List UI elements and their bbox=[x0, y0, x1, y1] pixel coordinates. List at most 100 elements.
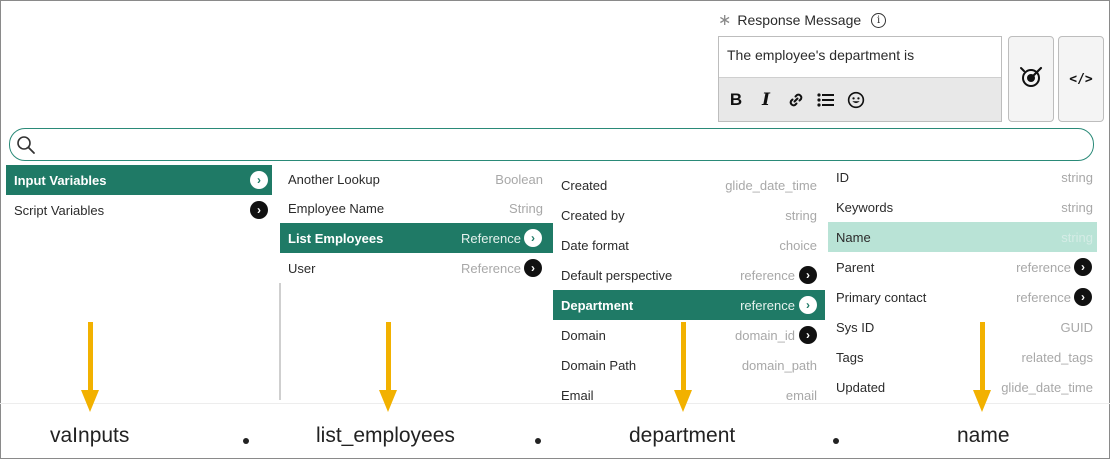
path-label-list-employees: list_employees bbox=[316, 424, 455, 447]
list-item-label: User bbox=[288, 260, 316, 276]
list-item-employee-name[interactable]: Employee Name String bbox=[280, 193, 553, 223]
list-item-label: Sys ID bbox=[836, 319, 875, 335]
list-item-sys-id[interactable]: Sys ID GUID bbox=[828, 312, 1097, 342]
field-type: reference bbox=[1016, 259, 1071, 275]
field-type: string bbox=[1061, 199, 1093, 215]
code-icon: </> bbox=[1069, 71, 1093, 87]
field-type: reference bbox=[740, 267, 795, 283]
list-item-department[interactable]: Department reference › bbox=[553, 290, 825, 320]
list-item-input-variables[interactable]: Input Variables › bbox=[6, 165, 272, 195]
chevron-right-icon: › bbox=[524, 259, 542, 277]
path-separator-dot bbox=[833, 438, 839, 444]
list-item-script-variables[interactable]: Script Variables › bbox=[6, 195, 272, 225]
response-message-label: ∗ Response Message i bbox=[718, 10, 887, 30]
list-item-label: Parent bbox=[836, 259, 875, 275]
smiley-icon[interactable] bbox=[847, 89, 865, 111]
path-label-name: name bbox=[957, 424, 1010, 447]
list-item-domain-path[interactable]: Domain Path domain_path bbox=[553, 350, 825, 380]
field-type: string bbox=[1061, 169, 1093, 185]
response-message-label-text: Response Message bbox=[737, 12, 862, 28]
chevron-right-icon: › bbox=[524, 229, 542, 247]
column-input-variable-fields: Another Lookup Boolean Employee Name Str… bbox=[280, 165, 553, 283]
list-item-user[interactable]: User Reference › bbox=[280, 253, 553, 283]
field-type: GUID bbox=[1060, 319, 1094, 335]
chevron-right-icon: › bbox=[799, 266, 817, 284]
info-icon[interactable]: i bbox=[871, 12, 887, 28]
list-item-label: ID bbox=[836, 169, 849, 185]
list-item-list-employees[interactable]: List Employees Reference › bbox=[280, 223, 553, 253]
field-type: domain_path bbox=[741, 357, 817, 373]
list-item-keywords[interactable]: Keywords string bbox=[828, 192, 1097, 222]
list-item-tags[interactable]: Tags related_tags bbox=[828, 342, 1097, 372]
list-item-label: Input Variables bbox=[14, 172, 107, 188]
path-label-department: department bbox=[629, 424, 736, 447]
response-message-editor[interactable]: The employee's department is B I bbox=[718, 36, 1002, 122]
field-type: string bbox=[785, 207, 817, 223]
chevron-right-icon: › bbox=[799, 296, 817, 314]
data-pill-picker-button[interactable] bbox=[1008, 36, 1054, 122]
required-asterisk: ∗ bbox=[718, 12, 732, 29]
list-item-date-format[interactable]: Date format choice bbox=[553, 230, 825, 260]
bold-button[interactable]: B bbox=[729, 89, 743, 109]
field-type: reference bbox=[1016, 289, 1071, 305]
column-input-variables: Input Variables › Script Variables › bbox=[6, 165, 272, 225]
path-label-vainputs: vaInputs bbox=[50, 424, 130, 447]
list-item-label: Created by bbox=[561, 207, 625, 223]
data-pill-picker-icon bbox=[1018, 64, 1044, 95]
chevron-right-icon: › bbox=[1074, 288, 1092, 306]
field-type: glide_date_time bbox=[1001, 379, 1093, 395]
picker-bottom-border bbox=[0, 403, 1110, 404]
list-item-created[interactable]: Created glide_date_time bbox=[553, 170, 825, 200]
field-type: email bbox=[785, 387, 817, 403]
field-type: Reference bbox=[461, 260, 521, 276]
list-item-label: Primary contact bbox=[836, 289, 927, 305]
column-department-fields: ID string Keywords string Name string Pa… bbox=[828, 162, 1097, 402]
list-item-id[interactable]: ID string bbox=[828, 162, 1097, 192]
list-item-label: Default perspective bbox=[561, 267, 673, 283]
field-type: Reference bbox=[461, 230, 521, 246]
list-item-another-lookup[interactable]: Another Lookup Boolean bbox=[280, 165, 553, 193]
column-divider bbox=[279, 283, 281, 400]
list-item-label: Updated bbox=[836, 379, 886, 395]
list-item-primary-contact[interactable]: Primary contact reference › bbox=[828, 282, 1097, 312]
list-item-label: Keywords bbox=[836, 199, 894, 215]
list-item-created-by[interactable]: Created by string bbox=[553, 200, 825, 230]
data-pill-search-input[interactable] bbox=[9, 128, 1094, 161]
chevron-right-icon: › bbox=[250, 201, 268, 219]
chevron-right-icon: › bbox=[250, 171, 268, 189]
list-item-label: List Employees bbox=[288, 230, 384, 246]
list-item-label: Tags bbox=[836, 349, 864, 365]
field-type: domain_id bbox=[735, 327, 795, 343]
editor-toolbar: B I bbox=[719, 77, 1001, 121]
list-item-label: Created bbox=[561, 177, 608, 193]
list-item-label: Domain Path bbox=[561, 357, 637, 373]
list-item-updated[interactable]: Updated glide_date_time bbox=[828, 372, 1097, 402]
list-item-domain[interactable]: Domain domain_id › bbox=[553, 320, 825, 350]
column-employee-fields: Created glide_date_time Created by strin… bbox=[553, 170, 825, 410]
field-type: choice bbox=[779, 237, 817, 253]
list-item-label: Script Variables bbox=[14, 202, 105, 218]
link-icon[interactable] bbox=[787, 91, 805, 109]
field-type: glide_date_time bbox=[725, 177, 817, 193]
field-type: string bbox=[1061, 229, 1093, 245]
path-separator-dot bbox=[243, 438, 249, 444]
list-item-label: Department bbox=[561, 297, 634, 313]
list-icon[interactable] bbox=[817, 92, 835, 108]
search-icon bbox=[16, 135, 36, 160]
list-item-parent[interactable]: Parent reference › bbox=[828, 252, 1097, 282]
chevron-right-icon: › bbox=[799, 326, 817, 344]
list-item-label: Another Lookup bbox=[288, 171, 380, 187]
list-item-label: Name bbox=[836, 229, 871, 245]
list-item-label: Employee Name bbox=[288, 200, 385, 216]
italic-button[interactable]: I bbox=[762, 89, 770, 110]
list-item-label: Email bbox=[561, 387, 594, 403]
list-item-default-perspective[interactable]: Default perspective reference › bbox=[553, 260, 825, 290]
list-item-label: Domain bbox=[561, 327, 606, 343]
response-message-text[interactable]: The employee's department is bbox=[727, 47, 915, 63]
field-type: Boolean bbox=[495, 171, 543, 187]
list-item-name[interactable]: Name string bbox=[828, 222, 1097, 252]
list-item-email[interactable]: Email email bbox=[553, 380, 825, 410]
field-type: related_tags bbox=[1021, 349, 1093, 365]
path-separator-dot bbox=[535, 438, 541, 444]
script-button[interactable]: </> bbox=[1058, 36, 1104, 122]
